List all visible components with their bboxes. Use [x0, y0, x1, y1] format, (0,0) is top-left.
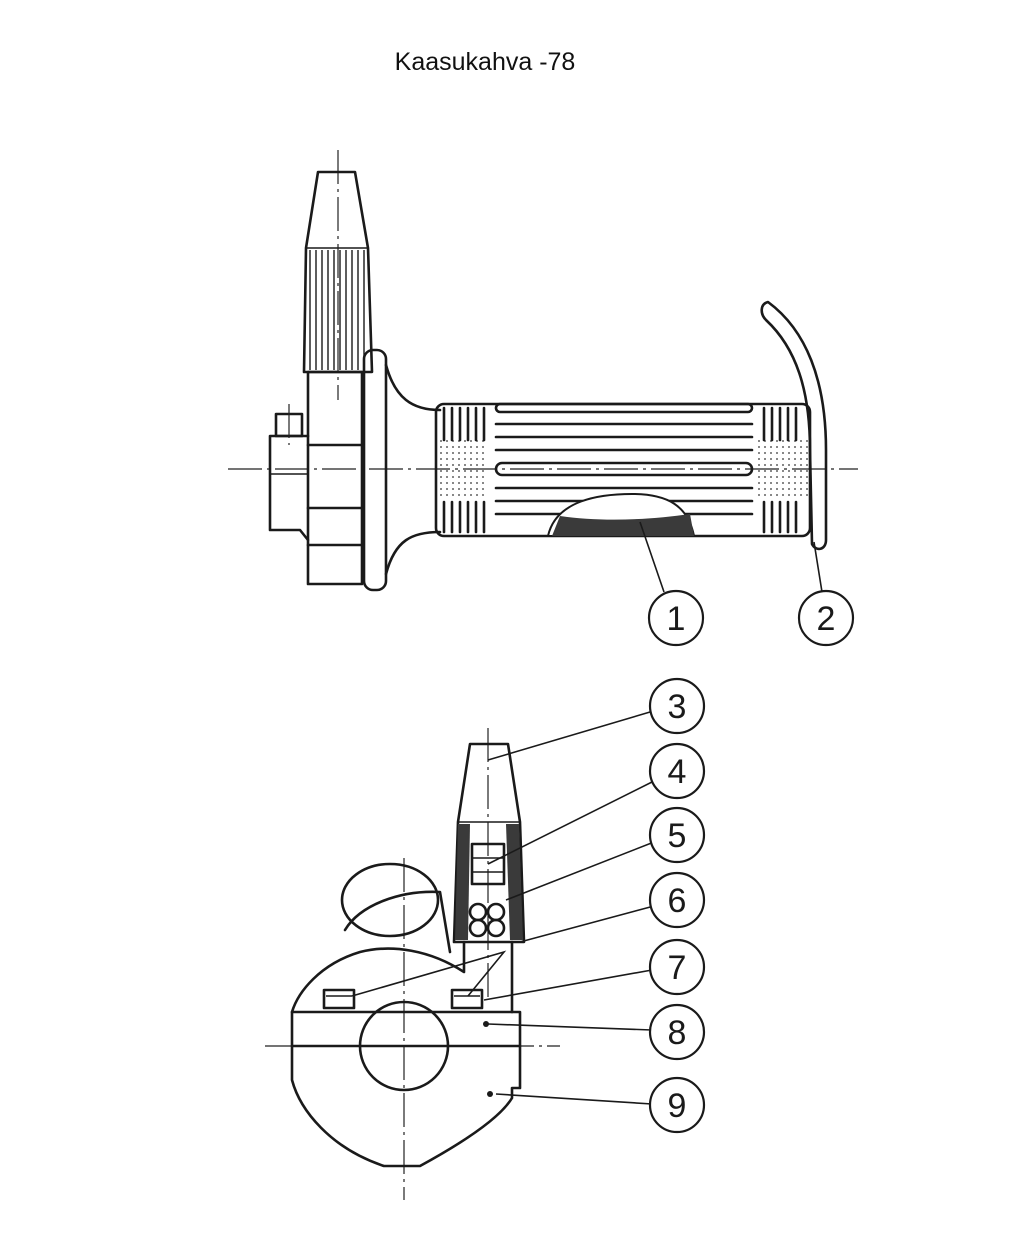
grip-flange	[362, 348, 442, 592]
callout-leaders	[351, 521, 823, 1105]
throttle-section-view	[265, 728, 560, 1200]
callout-5: 5	[648, 806, 706, 864]
callout-8-label: 8	[668, 1014, 687, 1052]
callout-6: 6	[648, 871, 706, 929]
callout-5-label: 5	[668, 817, 687, 855]
callout-3: 3	[648, 677, 706, 735]
callout-8: 8	[648, 1003, 706, 1061]
grip-behind	[340, 862, 452, 954]
callout-2: 2	[797, 589, 855, 647]
callout-9: 9	[648, 1076, 706, 1134]
callout-4-label: 4	[668, 753, 687, 791]
callout-9-label: 9	[668, 1087, 687, 1125]
cable-adjuster-section	[452, 742, 526, 944]
callout-7: 7	[648, 938, 706, 996]
throttle-lever	[760, 300, 828, 551]
rubber-grip	[434, 402, 812, 538]
diagram-title: Kaasukahva -78	[394, 48, 576, 76]
housing-section	[290, 940, 522, 1168]
callout-1-label: 1	[667, 600, 686, 638]
callout-1: 1	[647, 589, 705, 647]
callout-7-label: 7	[668, 949, 687, 987]
callout-6-label: 6	[668, 882, 687, 920]
callout-4: 4	[648, 742, 706, 800]
callout-3-label: 3	[668, 688, 687, 726]
callout-2-label: 2	[817, 600, 836, 638]
throttle-side-view	[228, 150, 858, 592]
throttle-housing-top	[268, 370, 364, 586]
cable-adjuster-top	[302, 170, 374, 374]
